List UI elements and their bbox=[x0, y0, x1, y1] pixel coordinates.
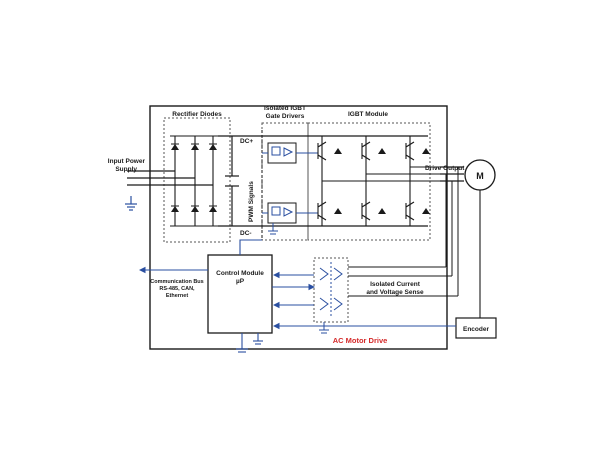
ac-motor-drive-title: AC Motor Drive bbox=[333, 336, 388, 345]
drive-output-label: Drive Output bbox=[425, 165, 465, 172]
control-module-label-1: Control Module bbox=[216, 270, 264, 277]
igbt-legs bbox=[321, 136, 440, 226]
igbt-switch-icons bbox=[317, 141, 415, 221]
input-power-label-1: Input Power bbox=[108, 158, 146, 165]
igbt-module-label: IGBT Module bbox=[348, 111, 388, 118]
control-ground-icon bbox=[236, 333, 263, 353]
input-power-label-2: Supply bbox=[115, 166, 137, 173]
control-module-label-2: µP bbox=[236, 278, 245, 285]
dc-plus-label: DC+ bbox=[240, 138, 253, 145]
sense-ground-icon bbox=[319, 322, 329, 334]
input-power-lines bbox=[127, 170, 213, 186]
system-boundary bbox=[149, 105, 448, 350]
sense-lines bbox=[348, 167, 459, 297]
comm-bus-label-3: Ethernet bbox=[166, 293, 188, 299]
pwm-signals-label: PWM Signals bbox=[248, 181, 255, 222]
isolated-sense-label-2: and Voltage Sense bbox=[366, 289, 424, 296]
comm-bus-label-1: Communication Bus bbox=[150, 279, 203, 285]
dc-minus-label: DC- bbox=[240, 230, 252, 237]
motor-label: M bbox=[476, 171, 484, 181]
dc-bus bbox=[218, 135, 428, 227]
driver-ground-icon bbox=[268, 223, 278, 235]
rectifier-diodes-label: Rectifier Diodes bbox=[172, 111, 222, 118]
gate-driver-lower bbox=[267, 202, 297, 224]
encoder-box bbox=[455, 317, 497, 339]
rectifier-block bbox=[163, 117, 231, 243]
gate-driver-upper bbox=[267, 142, 297, 164]
control-module-box bbox=[207, 254, 273, 334]
freewheel-diode-icons bbox=[334, 148, 430, 214]
isolated-sense-label-1: Isolated Current bbox=[370, 281, 421, 288]
isolation-amplifier-icons bbox=[319, 262, 343, 318]
gate-drivers-label-2: Gate Drivers bbox=[266, 113, 305, 120]
gate-driver-connections bbox=[262, 152, 318, 214]
gate-drivers-label-1: Isolated IGBT bbox=[264, 105, 306, 112]
comm-bus-label-2: RS-485, CAN, bbox=[159, 286, 195, 292]
encoder-label: Encoder bbox=[463, 326, 489, 333]
signal-arrows bbox=[138, 239, 456, 330]
gate-driver-block bbox=[261, 122, 309, 241]
ground-icon bbox=[125, 196, 137, 211]
diode-icons bbox=[171, 143, 217, 212]
